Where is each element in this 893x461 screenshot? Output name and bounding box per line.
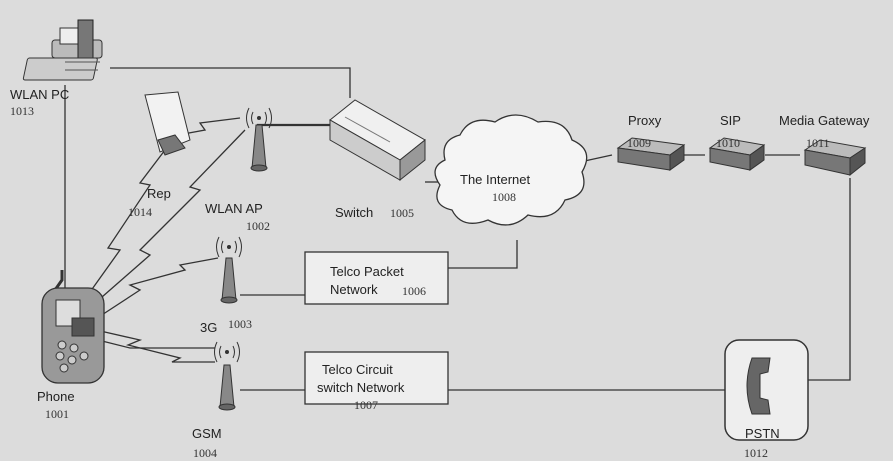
gsm-label: GSM <box>192 426 222 441</box>
wlan-ap-ref: 1002 <box>246 219 270 234</box>
rep-ref: 1014 <box>128 205 152 220</box>
proxy-ref: 1009 <box>627 136 651 151</box>
internet-cloud-icon <box>435 115 587 225</box>
pstn-ref: 1012 <box>744 446 768 461</box>
repeater-icon <box>145 92 190 155</box>
link-pc-switch <box>110 68 350 98</box>
wireless-phone-gsm <box>96 330 215 362</box>
internet-ref: 1008 <box>492 190 516 205</box>
switch-ref: 1005 <box>390 206 414 221</box>
media-gateway-label: Media Gateway <box>779 113 869 128</box>
wlan-pc-icon <box>23 20 102 80</box>
phone-ref: 1001 <box>45 407 69 422</box>
telco-packet-ref: 1006 <box>402 284 426 299</box>
link-ap-switch <box>258 125 340 135</box>
switch-icon <box>330 100 425 180</box>
link-phone-gsm <box>98 340 215 348</box>
mobile-phone-icon <box>42 270 104 383</box>
telco-circuit-ref: 1007 <box>354 398 378 413</box>
phone-label: Phone <box>37 389 75 404</box>
switch-label: Switch <box>335 205 373 220</box>
rep-label: Rep <box>147 186 171 201</box>
wlan-ap-antenna-icon <box>247 108 272 171</box>
sip-label: SIP <box>720 113 741 128</box>
proxy-label: Proxy <box>628 113 661 128</box>
media-gateway-ref: 1011 <box>806 136 830 151</box>
link-internet-packet <box>448 240 517 268</box>
pstn-telephone-icon <box>725 340 808 440</box>
telco-circuit-label-line2: switch Network <box>317 380 404 395</box>
wlan-pc-label: WLAN PC <box>10 87 69 102</box>
gsm-ref: 1004 <box>193 446 217 461</box>
link-gateway-pstn <box>808 178 850 380</box>
internet-label: The Internet <box>460 172 530 187</box>
3g-label: 3G <box>200 320 217 335</box>
wireless-phone-ap <box>78 130 245 318</box>
gsm-antenna-icon <box>215 342 240 410</box>
sip-ref: 1010 <box>716 136 740 151</box>
wlan-ap-label: WLAN AP <box>205 201 263 216</box>
wlan-pc-ref: 1013 <box>10 104 34 119</box>
telco-circuit-network-box <box>305 352 448 404</box>
3g-antenna-icon <box>217 237 242 303</box>
telco-packet-label-line1: Telco Packet <box>330 264 404 279</box>
3g-ref: 1003 <box>228 317 252 332</box>
telco-packet-label-line2: Network <box>330 282 378 297</box>
pstn-label: PSTN <box>745 426 780 441</box>
telco-circuit-label-line1: Telco Circuit <box>322 362 393 377</box>
